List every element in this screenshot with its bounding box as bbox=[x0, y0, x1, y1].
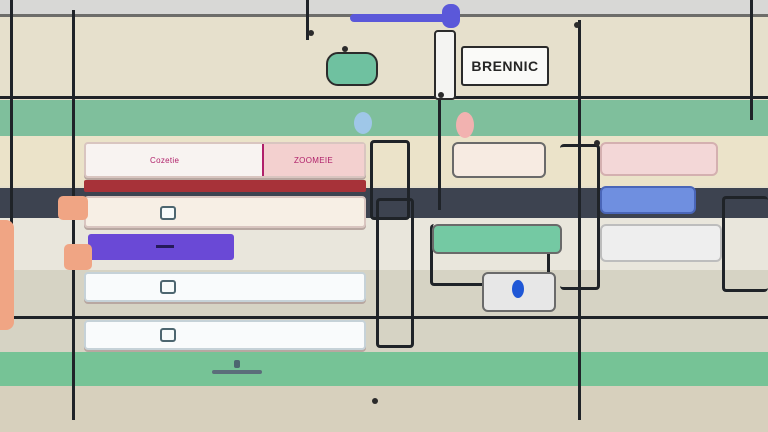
brand-sign: BRENNIC bbox=[461, 46, 549, 86]
brand-sign-text: BRENNIC bbox=[471, 58, 539, 74]
bolt-icon bbox=[438, 92, 444, 98]
green-band-upper bbox=[0, 100, 768, 136]
divider-upper bbox=[0, 96, 768, 99]
slider-handle[interactable] bbox=[234, 360, 240, 368]
row-card-2[interactable] bbox=[84, 196, 366, 228]
blue-card[interactable] bbox=[600, 186, 696, 214]
rail-line-3 bbox=[306, 0, 309, 40]
bolt-icon bbox=[372, 398, 378, 404]
bolt-icon bbox=[574, 22, 580, 28]
box-icon bbox=[160, 328, 176, 342]
top-bar bbox=[0, 0, 768, 14]
wire-a bbox=[370, 140, 410, 220]
sign-post bbox=[434, 30, 456, 100]
green-band-lower bbox=[0, 352, 768, 386]
peach-tab-2 bbox=[64, 244, 92, 270]
box-icon bbox=[160, 206, 176, 220]
gray-card[interactable] bbox=[600, 224, 722, 262]
peach-tab bbox=[58, 196, 88, 220]
blue-droplet bbox=[354, 112, 372, 134]
bottom-band bbox=[0, 386, 768, 432]
rail-line-4 bbox=[438, 30, 441, 210]
purple-bar-mark bbox=[156, 245, 174, 248]
bolt-icon bbox=[594, 140, 600, 146]
pink-card[interactable] bbox=[600, 142, 718, 176]
bolt-icon bbox=[308, 30, 314, 36]
row-card-3[interactable] bbox=[84, 272, 366, 302]
pink-droplet bbox=[456, 112, 474, 138]
rail-line-6 bbox=[750, 0, 753, 120]
wire-e bbox=[722, 196, 768, 292]
bolt-icon bbox=[342, 46, 348, 52]
purple-bar[interactable] bbox=[88, 234, 234, 260]
left-peach-edge bbox=[0, 220, 14, 330]
row-divider bbox=[262, 144, 264, 176]
row-card-1-right bbox=[264, 144, 364, 176]
wire-b bbox=[376, 198, 414, 348]
row-card-4[interactable] bbox=[84, 320, 366, 350]
box-icon bbox=[160, 280, 176, 294]
tiny-slider[interactable] bbox=[212, 370, 262, 374]
green-card[interactable] bbox=[432, 224, 562, 254]
divider-lower bbox=[0, 316, 768, 319]
blue-knob-icon[interactable] bbox=[512, 280, 524, 298]
peach-card[interactable] bbox=[452, 142, 546, 178]
row-card-1[interactable]: Cozetie ZOOMEIE bbox=[84, 142, 366, 178]
connector-cap bbox=[442, 4, 460, 28]
wire-d bbox=[560, 144, 600, 290]
row-tag-left: Cozetie bbox=[150, 156, 180, 165]
row-tag-right: ZOOMEIE bbox=[294, 156, 333, 165]
rail-line-1 bbox=[10, 0, 13, 290]
red-rule bbox=[84, 180, 366, 192]
connector-pipe bbox=[350, 14, 454, 22]
green-blob bbox=[326, 52, 378, 86]
rail-line-5 bbox=[578, 20, 581, 420]
